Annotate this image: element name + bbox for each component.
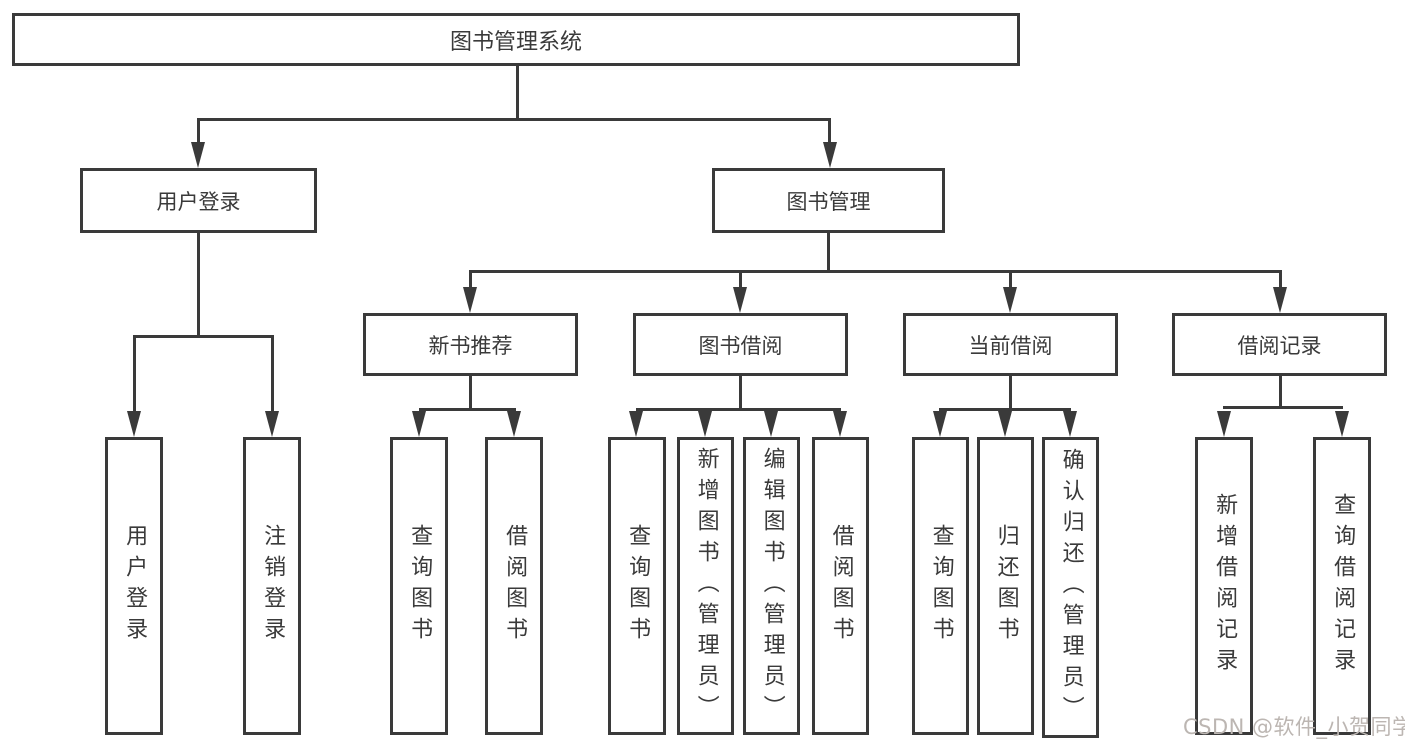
leaf-label: 用户登录 [122,524,148,648]
connector-rail [1223,406,1343,409]
connector-level3-rail [470,270,1282,273]
connector-level2-rail [197,118,831,121]
node-root: 图书管理系统 [12,13,1020,66]
leaf-label: 编辑图书（管理员） [759,446,785,726]
arrowhead-icon [265,411,279,437]
connector-drop [271,335,274,413]
csdn-watermark: CSDN @软件_小贺同学 [1183,715,1405,739]
connector-stem [1279,376,1282,406]
node-return-books: 归还图书 [977,437,1034,735]
leaf-label: 查询图书 [625,524,651,648]
node-query-borrow-record: 查询借阅记录 [1313,437,1371,735]
connector-drop [1279,270,1282,289]
leaf-label: 归还图书 [993,524,1019,648]
leaf-label: 查询图书 [407,524,433,648]
leaf-label: 查询借阅记录 [1330,493,1356,679]
connector-user-login-rail [133,335,273,338]
connector-drop [739,270,742,289]
connector-user-login-stem [197,233,200,335]
node-add-borrow-record: 新增借阅记录 [1195,437,1253,735]
node-borrow-books-recommend: 借阅图书 [485,437,543,735]
node-add-books-admin: 新增图书（管理员） [677,437,734,735]
connector-stem [739,376,742,408]
arrowhead-icon [833,411,847,437]
node-current-borrowing: 当前借阅 [903,313,1118,376]
connector-drop [469,270,472,289]
arrowhead-icon [412,411,426,437]
arrowhead-icon [1063,411,1077,437]
connector-drop [133,335,136,413]
arrowhead-icon [764,411,778,437]
leaf-label: 借阅图书 [828,524,854,648]
arrowhead-icon [629,411,643,437]
connector-rail [939,408,1071,411]
leaf-label: 新增图书（管理员） [693,446,719,726]
leaf-label: 注销登录 [260,524,286,648]
node-borrow-books-action: 借阅图书 [812,437,869,735]
node-edit-books-admin: 编辑图书（管理员） [743,437,800,735]
node-borrowing-records: 借阅记录 [1172,313,1387,376]
leaf-label: 确认归还（管理员） [1058,448,1084,727]
connector-rail [636,408,841,411]
arrowhead-icon [507,411,521,437]
arrowhead-icon [998,411,1012,437]
arrowhead-icon [933,411,947,437]
node-confirm-return-admin: 确认归还（管理员） [1042,437,1099,738]
connector-root-stem [516,66,519,118]
arrowhead-icon [1003,287,1017,313]
connector-stem [1009,376,1012,408]
arrowhead-icon [823,142,837,168]
leaf-label: 借阅图书 [502,524,528,648]
connector-user-login-drop [197,118,200,144]
connector-rail [419,408,516,411]
node-user-login: 用户登录 [80,168,317,233]
arrowhead-icon [191,142,205,168]
node-book-management: 图书管理 [712,168,945,233]
arrowhead-icon [1273,287,1287,313]
arrowhead-icon [463,287,477,313]
node-book-borrowing: 图书借阅 [633,313,848,376]
leaf-label: 新增借阅记录 [1212,493,1238,679]
node-query-books-current: 查询图书 [912,437,969,735]
connector-drop [1009,270,1012,289]
connector-stem [469,376,472,408]
node-logout-action: 注销登录 [243,437,301,735]
arrowhead-icon [127,411,141,437]
connector-book-mgmt-drop [828,118,831,144]
node-query-books-borrowing: 查询图书 [608,437,666,735]
node-user-login-action: 用户登录 [105,437,163,735]
leaf-label: 查询图书 [928,524,954,648]
connector-book-mgmt-stem [827,233,830,270]
arrowhead-icon [1217,411,1231,437]
node-query-books-recommend: 查询图书 [390,437,448,735]
arrowhead-icon [1335,411,1349,437]
arrowhead-icon [733,287,747,313]
arrowhead-icon [698,411,712,437]
node-new-book-recommendation: 新书推荐 [363,313,578,376]
